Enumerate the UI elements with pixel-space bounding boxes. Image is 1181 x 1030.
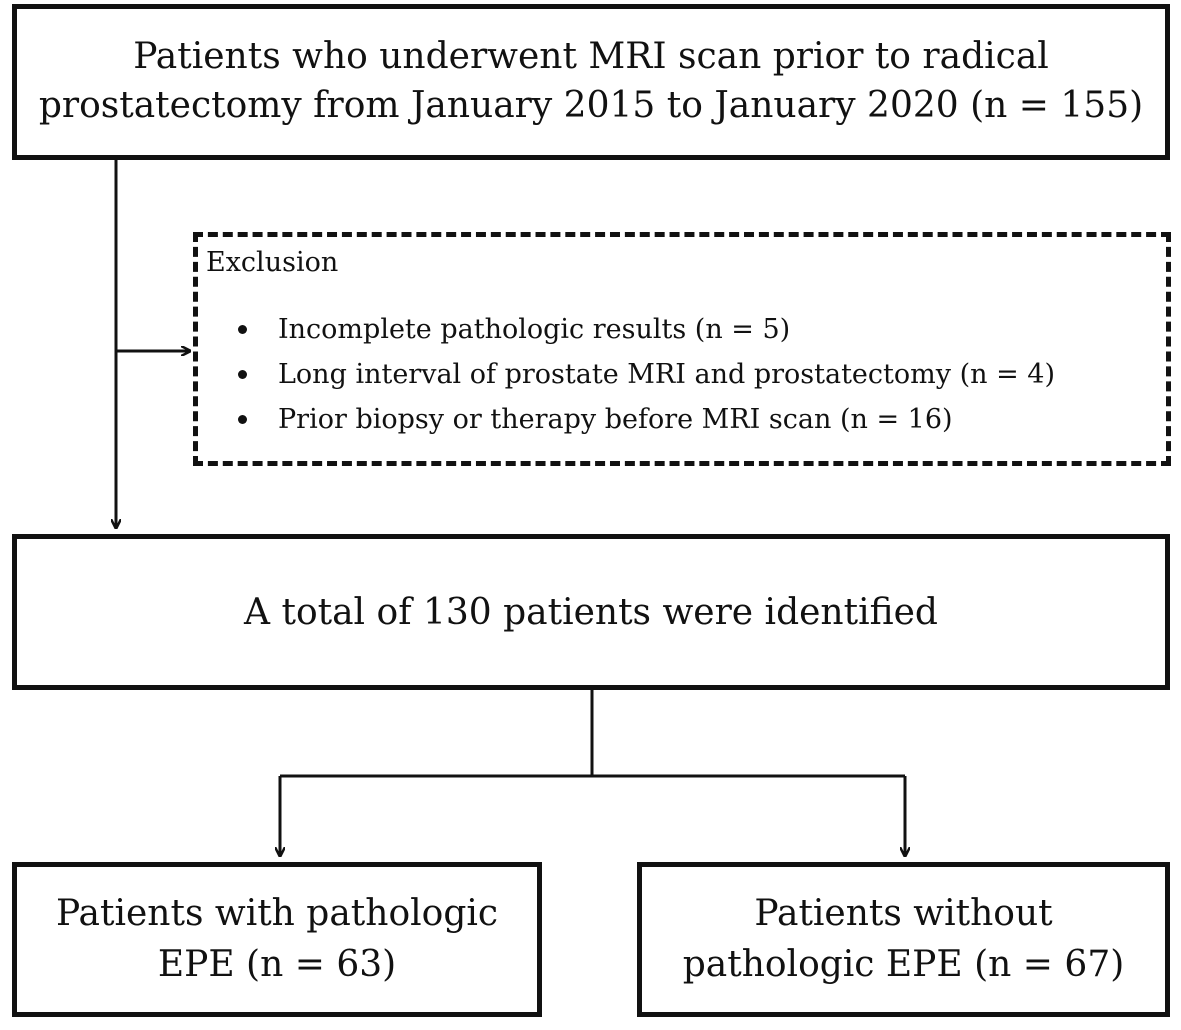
exclusion-item-text: Long interval of prostate MRI and prosta… [278,359,1056,390]
exclusion-item: Long interval of prostate MRI and prosta… [238,352,1055,397]
exclusion-item: Prior biopsy or therapy before MRI scan … [238,397,1055,442]
exclusion-item: Incomplete pathologic results (n = 5) [238,307,1055,352]
bullet-icon [238,370,247,379]
exclusion-item-text: Incomplete pathologic results (n = 5) [278,314,791,345]
epe-negative-box: Patients without pathologic EPE (n = 67) [637,862,1170,1017]
exclusion-box: Exclusion Incomplete pathologic results … [193,232,1171,466]
exclusion-title: Exclusion [206,247,339,278]
bullet-icon [238,325,247,334]
initial-cohort-box: Patients who underwent MRI scan prior to… [12,4,1170,160]
exclusion-item-text: Prior biopsy or therapy before MRI scan … [278,404,953,435]
bullet-icon [238,415,247,424]
identified-cohort-box: A total of 130 patients were identified [12,534,1170,690]
initial-cohort-line-2: prostatectomy from January 2015 to Janua… [38,85,1144,126]
exclusion-list: Incomplete pathologic results (n = 5) Lo… [238,307,1055,442]
epe-positive-line-1: Patients with pathologic [55,893,499,935]
epe-positive-line-2: EPE (n = 63) [157,943,397,985]
initial-cohort-line-1: Patients who underwent MRI scan prior to… [133,36,1049,78]
epe-negative-line-1: Patients without [754,893,1053,935]
epe-positive-box: Patients with pathologic EPE (n = 63) [12,862,542,1017]
epe-negative-line-2: pathologic EPE (n = 67) [682,943,1125,985]
identified-cohort-text: A total of 130 patients were identified [244,591,938,633]
